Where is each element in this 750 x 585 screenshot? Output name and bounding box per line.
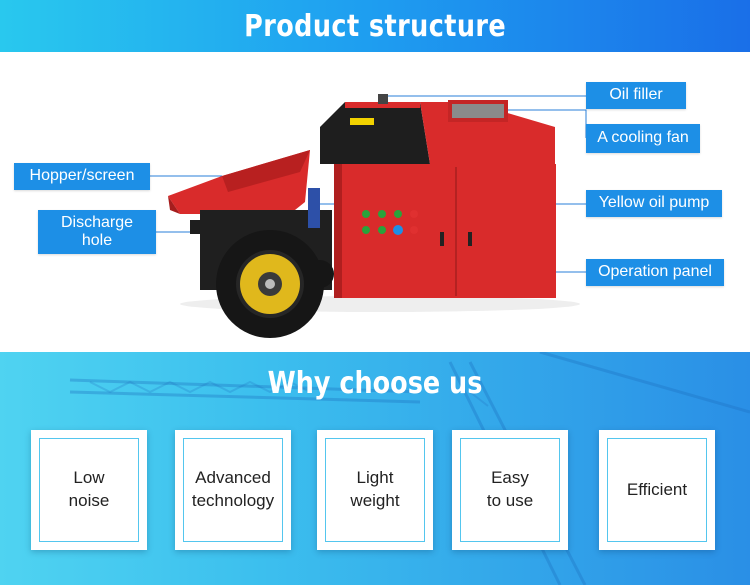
feature-card-light-weight: Light weight <box>317 430 433 550</box>
callout-oil-pump: Yellow oil pump <box>586 190 722 217</box>
feature-label: Efficient <box>607 438 707 542</box>
why-choose-us-section: Why choose us Low noise Advanced technol… <box>0 352 750 585</box>
feature-card-low-noise: Low noise <box>31 430 147 550</box>
feature-label: Advanced technology <box>183 438 283 542</box>
feature-label: Low noise <box>39 438 139 542</box>
callout-hopper-screen: Hopper/screen <box>14 163 150 190</box>
feature-label: Light weight <box>325 438 425 542</box>
why-title: Why choose us <box>267 366 483 401</box>
callout-discharge-hole: Discharge hole <box>38 210 156 254</box>
page-title: Product structure <box>243 8 507 44</box>
control-panel-buttons <box>362 210 418 235</box>
feature-card-efficient: Efficient <box>599 430 715 550</box>
feature-label: Easy to use <box>460 438 560 542</box>
callout-cooling-fan: A cooling fan <box>586 124 700 153</box>
header-banner: Product structure <box>0 0 750 52</box>
callout-oil-filler: Oil filler <box>586 82 686 109</box>
feature-card-easy-to-use: Easy to use <box>452 430 568 550</box>
product-structure-section: Oil filler A cooling fan Hopper/screen D… <box>0 52 750 352</box>
feature-card-advanced-technology: Advanced technology <box>175 430 291 550</box>
machine-illustration <box>150 94 587 338</box>
callout-operation-panel: Operation panel <box>586 259 724 286</box>
